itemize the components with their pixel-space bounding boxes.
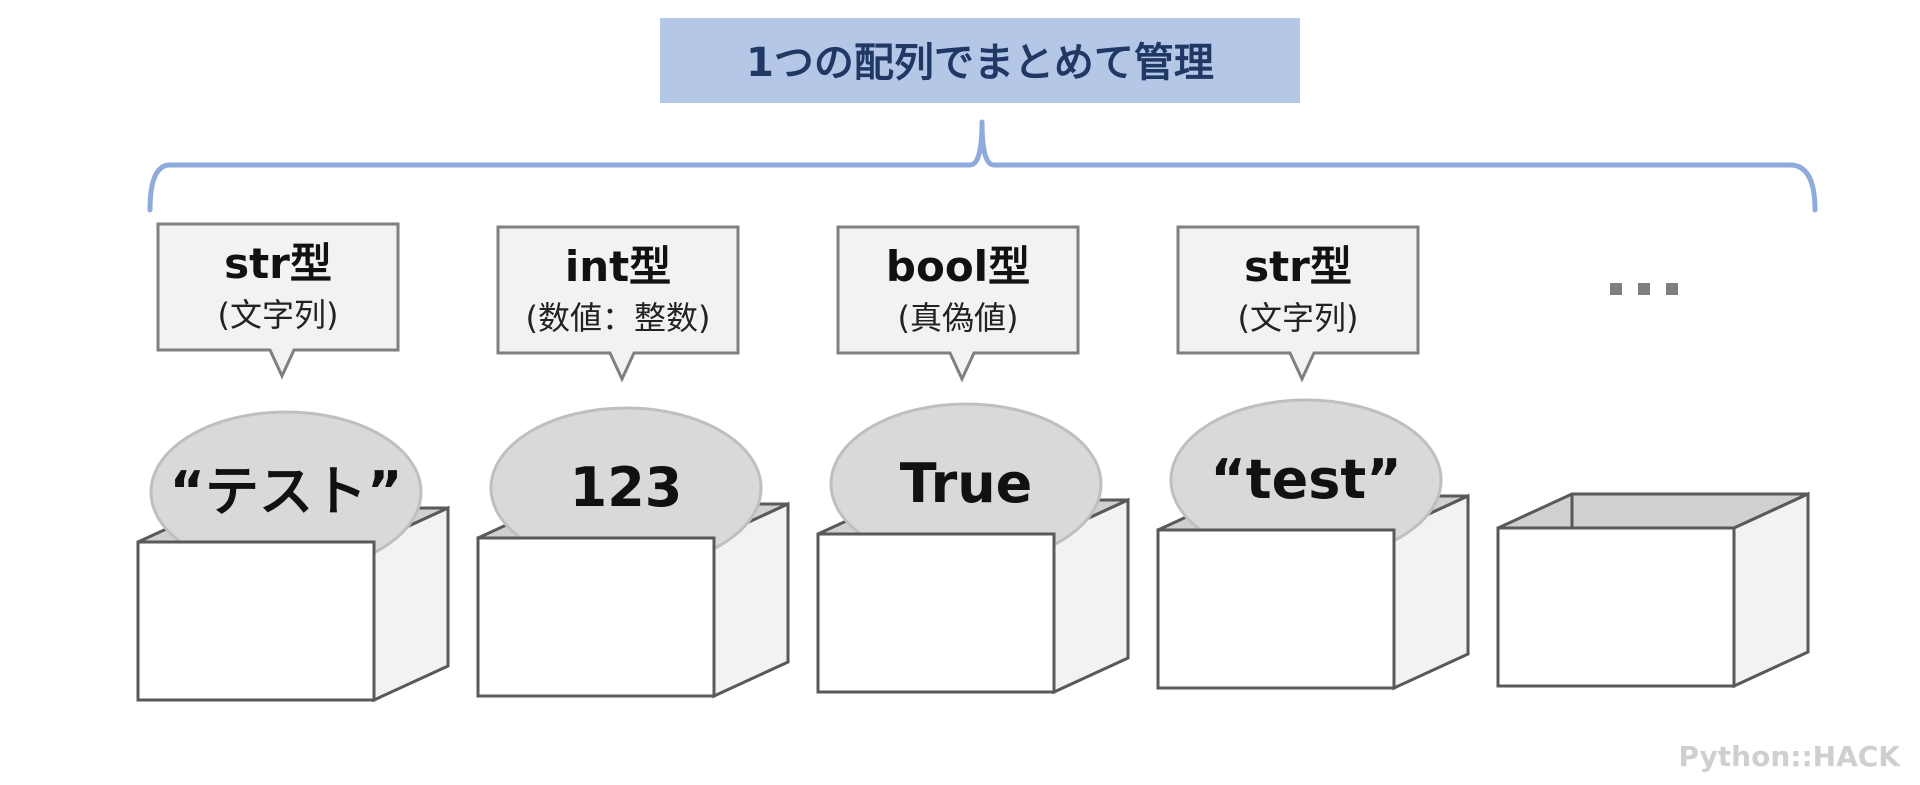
value-label: 123 — [570, 456, 683, 519]
array-element: str型 (文字列) “テスト” — [136, 222, 450, 703]
title-banner — [660, 18, 1300, 103]
type-label: int型 — [565, 242, 671, 291]
empty-box — [1496, 491, 1810, 689]
type-description: (真偽値) — [898, 299, 1019, 337]
diagram-title: 1つの配列でまとめて管理 — [746, 40, 1214, 86]
curly-brace — [147, 119, 1818, 213]
type-callout: str型 (文字列) — [1176, 225, 1420, 383]
box-front — [136, 540, 376, 702]
type-description: (文字列) — [1238, 299, 1359, 337]
ellipsis-icon — [1610, 283, 1678, 295]
type-callout: bool型 (真偽値) — [836, 225, 1080, 383]
array-element: bool型 (真偽値) True — [816, 225, 1130, 695]
type-description: (文字列) — [218, 296, 339, 334]
box-front — [476, 536, 716, 698]
type-label: str型 — [1244, 242, 1352, 291]
array-element: str型 (文字列) “test” — [1156, 225, 1470, 691]
array-items: str型 (文字列) “テスト” int型 (数値：整数) 123 bool型 (真偽値) Tr… — [136, 222, 1810, 703]
array-element: int型 (数値：整数) 123 — [476, 225, 790, 699]
type-callout: str型 (文字列) — [156, 222, 400, 380]
type-label: bool型 — [886, 242, 1030, 291]
value-label: “test” — [1210, 448, 1401, 511]
value-label: True — [900, 452, 1033, 515]
type-callout: int型 (数値：整数) — [496, 225, 740, 383]
type-description: (数値：整数) — [526, 299, 711, 337]
box-front — [1156, 528, 1396, 690]
type-label: str型 — [224, 239, 332, 288]
watermark: Python::HACK — [1678, 740, 1900, 773]
box-front — [816, 532, 1056, 694]
value-label: “テスト” — [170, 460, 403, 523]
